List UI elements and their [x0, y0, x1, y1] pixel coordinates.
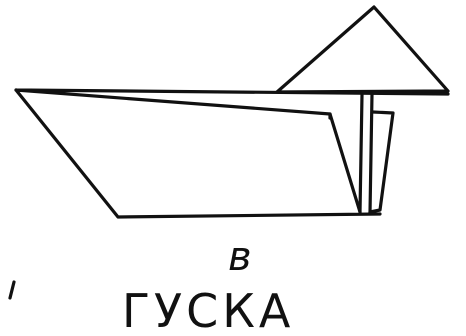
neck-post-left: [360, 95, 362, 212]
stray-mark: [10, 282, 14, 298]
triangle-shape: [277, 7, 448, 92]
caption-letter: в: [228, 234, 252, 280]
tail-shape: [370, 112, 393, 212]
caption-word: ГУСКА: [122, 284, 294, 336]
